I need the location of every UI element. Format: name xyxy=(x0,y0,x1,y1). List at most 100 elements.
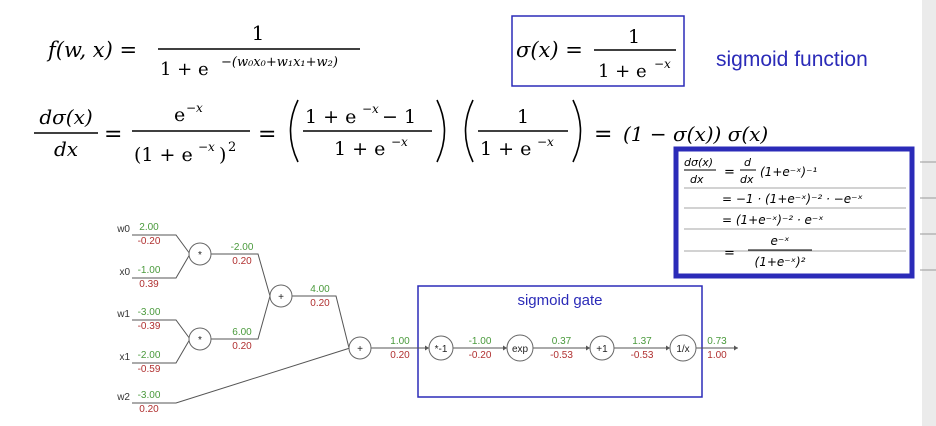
f-denominator-base: 1 + e xyxy=(160,59,209,80)
node-output-gradient-value: 1.00 xyxy=(707,350,727,361)
logistic-function-equation: f(w, x) = 1 1 + e −(w₀x₀+w₁x₁+w₂) xyxy=(46,21,360,80)
graph-edge xyxy=(211,253,271,297)
node-output-gradient-value: -0.20 xyxy=(469,350,492,361)
graph-edge xyxy=(132,253,191,279)
t2-denominator-base: 1 + e xyxy=(334,138,385,160)
graph-edge xyxy=(132,338,191,364)
node-output-gradient-value: 0.20 xyxy=(310,298,330,309)
t2-numerator-base: 1 + e xyxy=(305,106,356,128)
gate-node xyxy=(669,334,697,362)
deriv-lhs-denominator: dx xyxy=(54,137,78,161)
input-name-w0: w0 xyxy=(116,224,130,235)
input-forward-value: -3.00 xyxy=(138,307,161,318)
t3-right-paren xyxy=(572,99,582,163)
input-name-w1: w1 xyxy=(116,309,130,320)
arrow-head xyxy=(586,345,590,351)
input-name-x1: x1 xyxy=(119,352,130,363)
arrow-head xyxy=(503,345,507,351)
arrow-head xyxy=(425,345,429,351)
t1-denominator-base: (1 + e xyxy=(134,144,193,166)
node-output-gradient-value: 0.20 xyxy=(232,341,252,352)
node-output-gradient-value: 0.20 xyxy=(390,350,410,361)
t3-left-paren xyxy=(464,99,474,163)
input-forward-value: -3.00 xyxy=(138,390,161,401)
gate-node xyxy=(269,284,293,308)
gate-node xyxy=(348,336,372,360)
t2-right-paren xyxy=(436,99,446,163)
sigma-numerator: 1 xyxy=(628,26,640,48)
node-output-forward-value: 0.37 xyxy=(552,336,572,347)
t3-denominator-exponent: −x xyxy=(537,135,554,149)
f-lhs: f(w, x) = xyxy=(46,38,137,62)
node-output-forward-value: 1.37 xyxy=(632,336,652,347)
input-forward-value: 2.00 xyxy=(139,222,159,233)
deriv-lhs-numerator: dσ(x) xyxy=(39,105,92,129)
f-numerator: 1 xyxy=(252,21,265,45)
gate-node xyxy=(589,335,615,361)
t1-denominator-square: 2 xyxy=(228,140,236,155)
gate-op-label: + xyxy=(278,292,284,303)
t1-denominator-tail: ) xyxy=(219,144,226,166)
hand-l4-equals: = xyxy=(724,246,735,261)
hand-line-2: = −1 · (1+e⁻ˣ)⁻² · −e⁻ˣ xyxy=(722,192,863,206)
sigma-lhs: σ(x) = xyxy=(516,38,583,62)
gate-node xyxy=(428,335,454,361)
sigmoid-gate-label: sigmoid gate xyxy=(517,292,602,309)
hand-l1-d: d xyxy=(744,156,752,169)
hand-line-3: = (1+e⁻ˣ)⁻² · e⁻ˣ xyxy=(722,213,824,227)
node-output-gradient-value: 0.20 xyxy=(232,256,252,267)
hand-lhs-denominator: dx xyxy=(690,173,704,186)
equals-2: = xyxy=(258,122,276,147)
handwritten-derivation: dσ(x) dx = d dx (1+e⁻ˣ)⁻¹ = −1 · (1+e⁻ˣ)… xyxy=(673,146,936,279)
equals-3: = xyxy=(594,122,612,147)
sigmoid-function-label: sigmoid function xyxy=(716,48,868,71)
t3-numerator: 1 xyxy=(517,106,529,128)
gate-op-label: exp xyxy=(512,344,529,355)
t3-denominator-base: 1 + e xyxy=(480,138,531,160)
input-forward-value: -2.00 xyxy=(138,350,161,361)
gate-op-label: + xyxy=(357,344,363,355)
t2-numerator-tail: − 1 xyxy=(382,106,416,128)
t2-numerator-exponent: −x xyxy=(362,102,379,116)
graph-edge xyxy=(211,295,271,340)
gate-node xyxy=(506,334,534,362)
graph-edge xyxy=(292,295,350,349)
node-output-forward-value: -1.00 xyxy=(469,336,492,347)
node-output-forward-value: 6.00 xyxy=(232,327,252,338)
hand-l4-denominator: (1+e⁻ˣ)² xyxy=(755,255,806,269)
input-gradient-value: -0.20 xyxy=(138,236,161,247)
input-name-w2: w2 xyxy=(116,392,130,403)
gate-op-label: * xyxy=(198,335,202,346)
gate-node xyxy=(188,327,212,351)
hand-l4-numerator: e⁻ˣ xyxy=(770,234,789,248)
sigma-denominator-base: 1 + e xyxy=(598,61,647,82)
sigmoid-gate-box xyxy=(417,285,703,398)
graph-edge xyxy=(132,319,191,340)
gate-node xyxy=(188,242,212,266)
hand-lhs-numerator: dσ(x) xyxy=(684,156,713,169)
equals-1: = xyxy=(104,122,122,147)
node-output-gradient-value: -0.53 xyxy=(631,350,654,361)
t1-numerator-exponent: −x xyxy=(186,101,203,115)
graph-edge xyxy=(132,347,351,404)
input-gradient-value: -0.39 xyxy=(138,321,161,332)
deriv-result: (1 − σ(x)) σ(x) xyxy=(623,122,768,146)
input-gradient-value: 0.20 xyxy=(139,404,159,415)
hand-l1-dx: dx xyxy=(740,173,754,186)
sigmoid-equation: σ(x) = 1 1 + e −x xyxy=(511,15,685,87)
sigmoid-derivative-equation: dσ(x) dx = e −x (1 + e −x ) 2 = 1 + e −x… xyxy=(34,99,768,166)
right-edge-strip xyxy=(922,0,936,426)
gate-op-label: 1/x xyxy=(676,344,689,355)
input-forward-value: -1.00 xyxy=(138,265,161,276)
input-gradient-value: 0.39 xyxy=(139,279,159,290)
node-output-forward-value: 4.00 xyxy=(310,284,330,295)
gate-op-label: +1 xyxy=(596,344,608,355)
input-gradient-value: -0.59 xyxy=(138,364,161,375)
t1-numerator-base: e xyxy=(174,104,185,126)
gate-op-label: * xyxy=(198,250,202,261)
node-output-forward-value: 0.73 xyxy=(707,336,727,347)
hand-equals: = xyxy=(724,165,735,180)
sigmoid-equation-box xyxy=(511,15,685,87)
t2-denominator-exponent: −x xyxy=(391,135,408,149)
node-output-forward-value: -2.00 xyxy=(231,242,254,253)
